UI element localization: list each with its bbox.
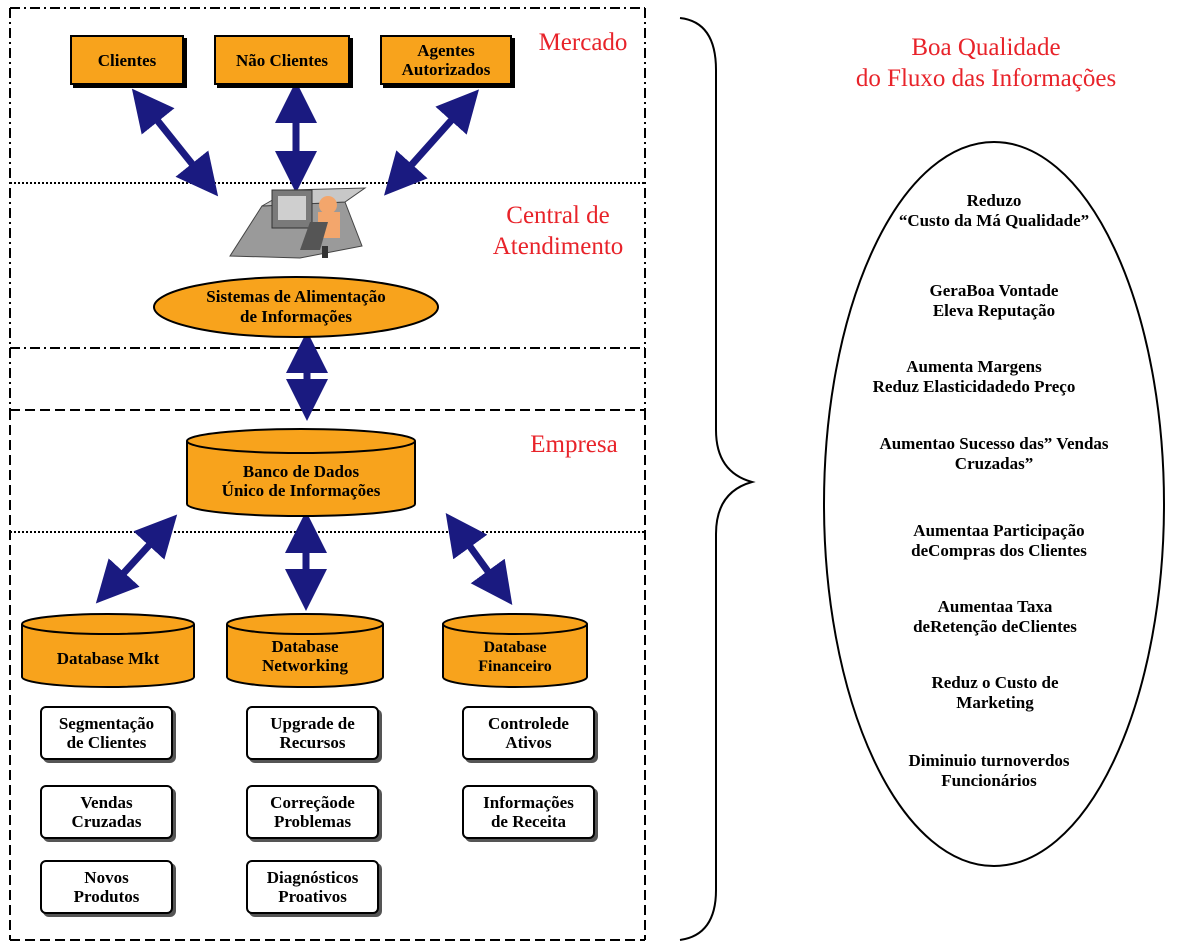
banco-de-dados-label: Banco de Dados Único de Informações	[221, 462, 381, 500]
database-networking-label: Database Networking	[262, 637, 348, 675]
quality-title: Boa Qualidade do Fluxo das Informações	[855, 34, 1117, 92]
section-label-central: Central de Atendimento	[492, 202, 624, 260]
arrow-agentes	[384, 89, 479, 196]
section-label-empresa: Empresa	[530, 431, 618, 458]
benefit-item: Aumenta Margens Reduz Elasticidadedo Pre…	[872, 357, 1076, 396]
database-networking-cylinder	[226, 613, 384, 688]
mkt-item: Novos Produtos	[40, 860, 173, 914]
call-center-agent-icon	[229, 187, 367, 259]
arrow-to-mkt	[95, 514, 178, 604]
sistemas-ellipse	[153, 276, 439, 338]
networking-item: Correçãode Problemas	[246, 785, 379, 839]
benefits-ellipse	[823, 141, 1165, 867]
clientes-box: Clientes	[70, 35, 184, 85]
arrows	[95, 81, 513, 611]
benefit-item: Reduzo “Custo da Má Qualidade”	[898, 191, 1090, 230]
section-label-mercado: Mercado	[538, 29, 628, 56]
benefit-item: Aumentao Sucesso das” Vendas Cruzadas”	[879, 434, 1109, 473]
agentes-box: Agentes Autorizados	[380, 35, 512, 85]
arrow-clientes	[131, 88, 219, 197]
mercado-frame	[9, 7, 646, 410]
benefit-item: Aumentaa Participação deCompras dos Clie…	[911, 521, 1087, 560]
arrow-to-financeiro	[445, 512, 513, 606]
database-financeiro-cylinder	[442, 613, 588, 688]
networking-item: Diagnósticos Proativos	[246, 860, 379, 914]
financeiro-item: Informações de Receita	[462, 785, 595, 839]
mkt-item: Vendas Cruzadas	[40, 785, 173, 839]
database-financeiro-label: Database Financeiro	[478, 639, 552, 675]
sistemas-label: Sistemas de Alimentação de Informações	[206, 287, 386, 326]
benefit-item: Diminuio turnoverdos Funcionários	[908, 751, 1070, 790]
banco-de-dados-cylinder	[186, 428, 416, 517]
database-mkt-label: Database Mkt	[56, 649, 160, 668]
benefit-item: GeraBoa Vontade Eleva Reputação	[929, 281, 1059, 320]
database-mkt-cylinder	[21, 613, 195, 688]
benefit-item: Reduz o Custo de Marketing	[931, 673, 1059, 712]
financeiro-item: Controlede Ativos	[462, 706, 595, 760]
curly-brace	[679, 17, 756, 941]
networking-item: Upgrade de Recursos	[246, 706, 379, 760]
benefit-item: Aumentaa Taxa deRetenção deClientes	[913, 597, 1077, 636]
nao-clientes-box: Não Clientes	[214, 35, 350, 85]
mkt-item: Segmentação de Clientes	[40, 706, 173, 760]
